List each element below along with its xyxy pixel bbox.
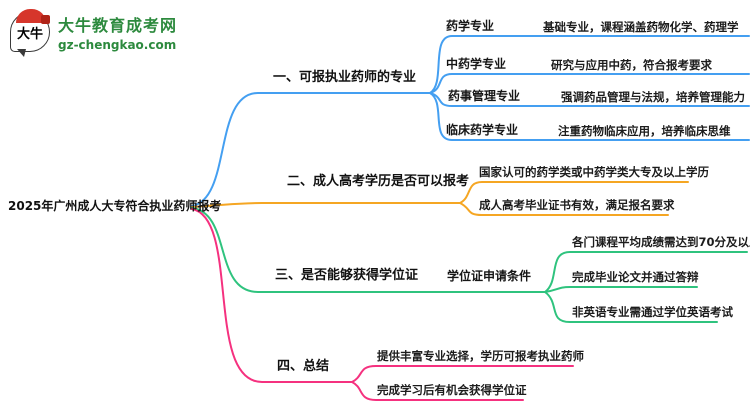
branch1-child1-desc: 基础专业，课程涵盖药物化学、药理学	[543, 20, 739, 34]
branch2-lines	[191, 181, 689, 216]
logo-bull-icon: 大牛	[10, 9, 50, 57]
branch3-label: 三、是否能够获得学位证	[275, 268, 419, 283]
branch1-label: 一、可报执业药师的专业	[273, 70, 417, 85]
branch2-child1-desc: 国家认可的药学类或中药学类大专及以上学历	[479, 165, 709, 179]
branch1-child1-label: 药学专业	[446, 19, 495, 33]
branch3-child1-desc: 各门课程平均成绩需达到70分及以上	[572, 235, 750, 249]
branch1-child3-label: 药事管理专业	[448, 89, 521, 103]
logo-seal-icon	[41, 15, 50, 24]
logo-red-arc	[16, 9, 46, 23]
branch1-child3-desc: 强调药品管理与法规，培养管理能力	[561, 90, 745, 104]
branch1-child4-label: 临床药学专业	[446, 123, 519, 137]
branch1-child2-label: 中药学专业	[446, 57, 507, 71]
branch3-child3-desc: 非英语专业需通过学位英语考试	[572, 305, 733, 319]
branch3-child2-desc: 完成毕业论文并通过答辩	[572, 270, 699, 284]
branch2-label: 二、成人高考学历是否可以报考	[287, 174, 470, 189]
branch1-child4-desc: 注重药物临床应用，培养临床思维	[558, 124, 731, 138]
branch3-sublabel: 学位证申请条件	[447, 269, 532, 283]
branch2-child2-desc: 成人高考毕业证书有效，满足报名要求	[479, 198, 675, 212]
branch1-child2-desc: 研究与应用中药，符合报考要求	[551, 58, 712, 72]
branch4-lines	[191, 208, 574, 401]
root-node: 2025年广州成人大专符合执业药师报考	[8, 199, 222, 213]
site-name: 大牛教育成考网	[58, 16, 178, 35]
logo-bubble-tail	[17, 49, 26, 57]
branch4-label: 四、总结	[277, 359, 330, 374]
branch4-child1-desc: 提供丰富专业选择，学历可报考执业药师	[377, 349, 584, 363]
branch1-lines	[191, 35, 750, 207]
branch3-lines	[191, 207, 748, 323]
site-domain: gz-chengkao.com	[58, 38, 177, 52]
site-logo: 大牛 大牛教育成考网 gz-chengkao.com	[10, 9, 178, 57]
branch4-child2-desc: 完成学习后有机会获得学位证	[377, 383, 527, 397]
logo-glyph-text: 大牛	[16, 26, 43, 42]
